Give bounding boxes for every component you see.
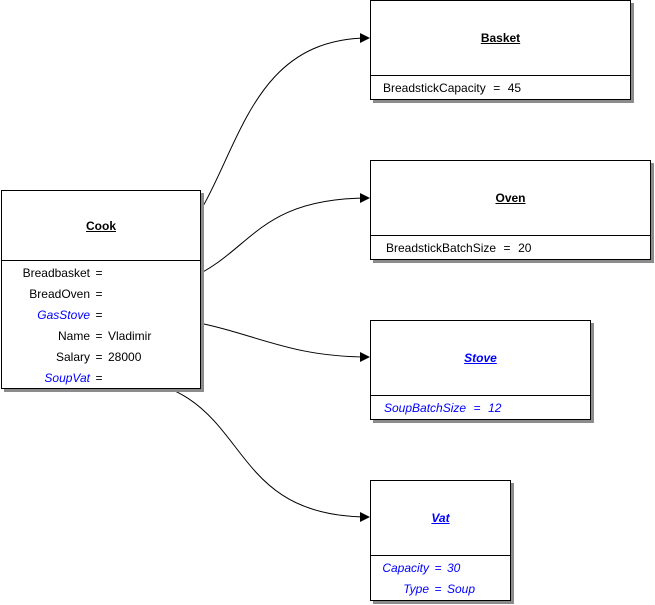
field-value: Soup: [447, 582, 476, 596]
oven-header: Oven: [371, 161, 650, 236]
field-value: 28000: [108, 350, 142, 364]
field-value: 20: [518, 241, 532, 255]
field-row-breadstickcapacity[interactable]: BreadstickCapacity = 45: [383, 80, 630, 96]
basket-object[interactable]: Basket BreadstickCapacity = 45: [370, 0, 631, 100]
field-eq: =: [95, 308, 103, 322]
basket-fields: BreadstickCapacity = 45: [371, 75, 630, 99]
field-eq: =: [434, 561, 442, 575]
field-row-breadstickbatchsize[interactable]: BreadstickBatchSize = 20: [386, 240, 650, 256]
field-value: 12: [488, 401, 502, 415]
field-name: SoupVat: [44, 371, 90, 385]
field-row-name[interactable]: Name = Vladimir: [2, 328, 200, 344]
field-eq: =: [493, 81, 501, 95]
field-eq: =: [473, 401, 481, 415]
vat-header: Vat: [371, 481, 510, 556]
field-eq: =: [95, 329, 103, 343]
field-name: Name: [57, 329, 90, 343]
basket-title: Basket: [480, 31, 521, 45]
field-eq: =: [95, 350, 103, 364]
field-row-type[interactable]: Type = Soup: [371, 581, 510, 597]
cook-fields: Breadbasket = BreadOven = GasStove = Name = V…: [2, 260, 200, 388]
oven-object[interactable]: Oven BreadstickBatchSize = 20: [370, 160, 651, 260]
field-name: Type: [403, 582, 429, 596]
arrow-soupvat-to-vat: [103, 376, 370, 522]
field-eq: =: [503, 241, 511, 255]
field-name: Breadbasket: [22, 266, 90, 280]
field-value: 30: [447, 561, 461, 575]
oven-fields: BreadstickBatchSize = 20: [371, 235, 650, 259]
field-row-salary[interactable]: Salary = 28000: [2, 349, 200, 365]
field-name: Salary: [55, 350, 90, 364]
field-row-breadbasket[interactable]: Breadbasket =: [2, 265, 200, 281]
cook-header: Cook: [2, 191, 200, 261]
basket-header: Basket: [371, 1, 630, 76]
field-row-breadoven[interactable]: BreadOven =: [2, 286, 200, 302]
field-name: BreadstickCapacity: [383, 81, 486, 95]
vat-object[interactable]: Vat Capacity = 30 Type = Soup: [370, 480, 511, 601]
field-name: GasStove: [37, 308, 90, 322]
stove-fields: SoupBatchSize = 12: [371, 395, 590, 419]
field-eq: =: [95, 371, 103, 385]
field-eq: =: [434, 582, 442, 596]
field-name: BreadstickBatchSize: [386, 241, 497, 255]
cook-title: Cook: [86, 218, 116, 233]
field-value: Vladimir: [108, 329, 152, 343]
field-value: 45: [507, 81, 522, 95]
field-name: SoupBatchSize: [384, 401, 467, 415]
field-eq: =: [95, 287, 103, 301]
oven-title: Oven: [495, 191, 526, 205]
field-name: BreadOven: [29, 287, 90, 301]
field-row-soupvat[interactable]: SoupVat =: [2, 370, 200, 386]
stove-title: Stove: [464, 351, 497, 365]
stove-object[interactable]: Stove SoupBatchSize = 12: [370, 320, 591, 420]
stove-header: Stove: [371, 321, 590, 396]
field-row-gasstove[interactable]: GasStove =: [2, 307, 200, 323]
field-eq: =: [95, 266, 103, 280]
cook-object[interactable]: Cook Breadbasket = BreadOven = GasStove = N…: [1, 190, 201, 389]
field-row-capacity[interactable]: Capacity = 30: [371, 560, 510, 576]
field-name: Capacity: [382, 561, 429, 575]
field-row-soupbatchsize[interactable]: SoupBatchSize = 12: [384, 400, 590, 416]
vat-fields: Capacity = 30 Type = Soup: [371, 555, 510, 600]
vat-title: Vat: [431, 511, 450, 525]
